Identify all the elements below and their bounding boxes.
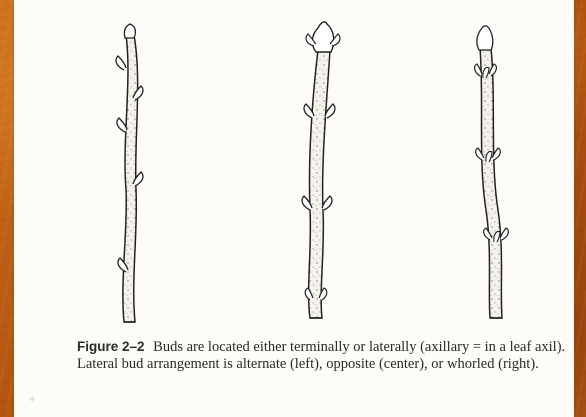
- lateral-bud-right: [500, 228, 508, 240]
- figure-label: Figure 2–2: [77, 339, 145, 354]
- scanned-page: Figure 2–2 Buds are located either termi…: [14, 0, 574, 417]
- twig-whorled: [475, 26, 509, 318]
- lateral-bud-left: [117, 118, 127, 132]
- figure-caption: Figure 2–2 Buds are located either termi…: [77, 339, 567, 372]
- figure-caption-text: Buds are located either terminally or la…: [77, 339, 565, 372]
- terminal-bud: [124, 24, 135, 38]
- lateral-bud-right: [322, 196, 332, 210]
- twig-illustration: [14, 0, 574, 340]
- twig-opposite: [302, 22, 340, 318]
- terminal-bud: [312, 22, 333, 52]
- scan-mark: ✳: [29, 395, 36, 404]
- lateral-bud-left: [116, 56, 126, 70]
- terminal-bud: [477, 26, 493, 50]
- twig-alternate: [116, 24, 143, 322]
